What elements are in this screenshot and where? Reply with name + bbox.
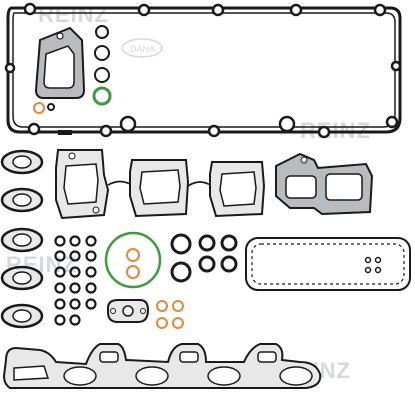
- copper-washer: [126, 265, 140, 279]
- metal-flange-gasket: [34, 26, 86, 99]
- oval-flange-gasket: [0, 149, 44, 175]
- copper-washers: [156, 300, 184, 329]
- green-o-ring: [92, 86, 112, 106]
- o-ring: [95, 25, 109, 39]
- o-ring: [94, 45, 110, 61]
- exhaust-port-gasket: [129, 159, 190, 218]
- large-green-o-ring-assembly: [104, 231, 162, 289]
- black-rings-group: [170, 233, 238, 283]
- valve-cover-gasket: [4, 2, 402, 139]
- small-o-rings-grid: [54, 235, 97, 326]
- oval-flange-gasket: [0, 303, 44, 329]
- o-ring: [94, 67, 110, 83]
- oval-flange-gaskets: [0, 149, 44, 329]
- oval-flange-gasket: [0, 187, 44, 213]
- copper-washer: [33, 102, 45, 114]
- oval-flange-gasket: [0, 265, 44, 291]
- oval-flange-gasket: [0, 227, 44, 253]
- exhaust-flange-gasket: [275, 152, 374, 216]
- exhaust-port-gasket: [55, 149, 110, 220]
- intake-manifold-gasket: [2, 343, 322, 389]
- svg-text:DANA: DANA: [130, 44, 155, 54]
- exhaust-manifold-gaskets: [55, 149, 374, 220]
- o-ring: [47, 103, 55, 111]
- small-rings-column: [33, 25, 112, 114]
- rocker-cover-gasket: [245, 237, 411, 291]
- copper-washer: [126, 248, 140, 262]
- small-flange-gasket: [107, 299, 150, 323]
- watermark-badge: DANA: [121, 38, 163, 58]
- watermark-brand-top: REINZ: [38, 2, 109, 27]
- large-green-o-ring: [104, 231, 162, 289]
- bolt-lugs: [4, 2, 402, 139]
- exhaust-port-gasket: [209, 161, 266, 218]
